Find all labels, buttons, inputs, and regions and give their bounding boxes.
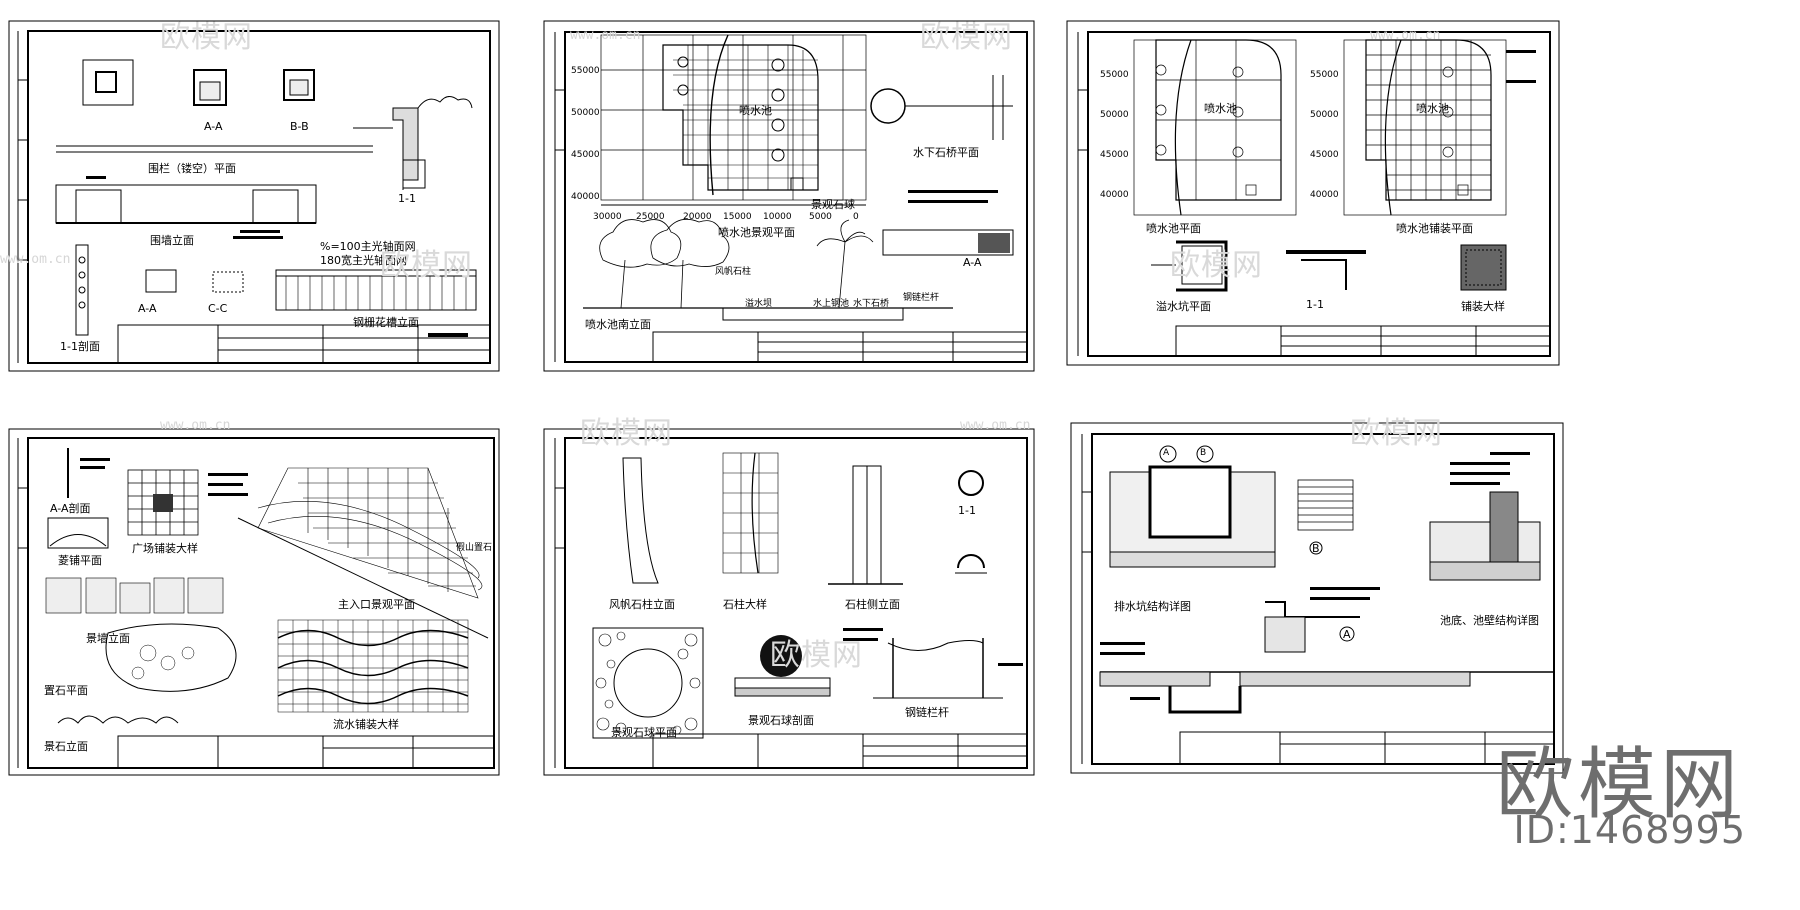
label-overflow: 溢水坝 <box>745 299 773 309</box>
axis-y-50000-left: 50000 <box>1100 110 1129 120</box>
watermark-text: 欧模网 <box>160 20 253 55</box>
watermark-text: 欧模网 <box>1170 248 1263 283</box>
watermark-url: www.om.cn <box>1370 28 1441 43</box>
axis-y-40000-right: 40000 <box>1310 190 1339 200</box>
axis-y-40000-left: 40000 <box>1100 190 1129 200</box>
watermark-text: 欧模网 <box>770 638 863 673</box>
drawing-sheet-5: 风帆石柱立面 石柱大样 石柱侧立面 1-1 景观石球平面 景观石球剖面 钢链栏杆 <box>543 428 1035 776</box>
watermark-url: www.om.cn <box>570 28 641 43</box>
axis-y-55000-right: 55000 <box>1310 70 1339 80</box>
label-sail-column: 风帆石柱 <box>715 267 752 277</box>
watermark-text: 欧模网 <box>920 20 1013 55</box>
label-b-marker: B <box>1200 448 1207 458</box>
watermark-url: www.om.cn <box>0 252 71 267</box>
label-wave-paving: 流水铺装大样 <box>333 718 399 731</box>
label-1-1: 1-1 <box>958 504 976 517</box>
axis-y-45000-right: 45000 <box>1310 150 1339 160</box>
axis-y-50000-right: 50000 <box>1310 110 1339 120</box>
axis-y-55000: 55000 <box>571 66 600 76</box>
label-wall-elevation: 景墙立面 <box>86 632 130 645</box>
axis-x-30000: 30000 <box>593 212 622 222</box>
axis-x-20000: 20000 <box>683 212 712 222</box>
label-ball-plan: 景观石球平面 <box>611 726 677 739</box>
label-fountain-plan: 喷水池景观平面 <box>718 226 795 239</box>
watermark-text: 欧模网 <box>380 248 473 283</box>
watermark-text: 欧模网 <box>580 416 673 451</box>
label-pool-wall-detail: 池底、池壁结构详图 <box>1440 614 1539 627</box>
label-a-a: A-A <box>204 120 223 133</box>
label-overflow-plan: 溢水坑平面 <box>1156 300 1211 313</box>
label-a-a-small: A-A <box>138 302 157 315</box>
label-sail-column-elevation: 风帆石柱立面 <box>609 598 675 611</box>
axis-y-50000: 50000 <box>571 108 600 118</box>
axis-x-15000: 15000 <box>723 212 752 222</box>
axis-x-25000: 25000 <box>636 212 665 222</box>
sheet-2-drawing <box>543 20 1035 372</box>
label-column-detail: 石柱大样 <box>723 598 767 611</box>
drawing-sheet-6: 排水坑结构详图 B 池底、池壁结构详图 A A B <box>1070 422 1564 774</box>
label-paving-detail: 铺装大样 <box>1461 300 1505 313</box>
label-fountain: 喷水池 <box>739 104 772 117</box>
label-c-c: C-C <box>208 302 228 315</box>
label-1-1-section: 1-1剖面 <box>60 340 100 353</box>
label-a-detail: A <box>1343 628 1351 641</box>
label-ball-section: 景观石球剖面 <box>748 714 814 727</box>
drawing-sheet-1: A-A B-B 1-1 围栏（镂空）平面 围墙立面 1-1剖面 A-A C-C … <box>8 20 500 372</box>
drawing-sheet-4: A-A剖面 广场铺装大样 菱铺平面 主入口景观平面 景墙立面 置石平面 流水铺装… <box>8 428 500 776</box>
label-pool-left: 喷水池 <box>1204 102 1237 115</box>
label-rhombus-plan: 菱铺平面 <box>58 554 102 567</box>
label-water-pool: 水上钢池 <box>813 299 850 309</box>
label-a-a-section: A-A剖面 <box>50 502 91 515</box>
label-column-side: 石柱侧立面 <box>845 598 900 611</box>
label-chain-railing: 钢链栏杆 <box>905 706 949 719</box>
watermark-url: www.om.cn <box>960 418 1031 433</box>
label-1-1: 1-1 <box>398 192 416 205</box>
sheet-1-drawing <box>8 20 500 372</box>
axis-y-45000-left: 45000 <box>1100 150 1129 160</box>
label-note-1: %=100主光轴面网 <box>320 240 416 253</box>
label-square-paving: 广场铺装大样 <box>132 542 198 555</box>
axis-x-0: 0 <box>853 212 859 222</box>
axis-x-5000: 5000 <box>809 212 832 222</box>
drawing-sheet-3: 55000 50000 45000 40000 55000 50000 4500… <box>1066 20 1560 366</box>
label-stone-ball: 景观石球 <box>811 198 855 211</box>
label-a-a: A-A <box>963 256 982 269</box>
axis-x-10000: 10000 <box>763 212 792 222</box>
label-fence-plan: 围栏（镂空）平面 <box>148 162 236 175</box>
label-bridge: 水下石桥 <box>853 299 890 309</box>
label-rock-plan: 置石平面 <box>44 684 88 697</box>
drawing-sheet-2: 55000 50000 45000 40000 30000 25000 2000… <box>543 20 1035 372</box>
label-note-2: 180宽主光轴面网 <box>320 254 407 267</box>
label-drainage-pit: 排水坑结构详图 <box>1114 600 1191 613</box>
label-b-b: B-B <box>290 120 309 133</box>
sheet-5-drawing <box>543 428 1035 776</box>
label-rock-elevation: 景石立面 <box>44 740 88 753</box>
label-1-1: 1-1 <box>1306 298 1324 311</box>
label-chain-railing: 钢链栏杆 <box>903 293 940 303</box>
label-b-detail: B <box>1312 542 1320 555</box>
axis-y-40000: 40000 <box>571 192 600 202</box>
watermark-text: 欧模网 <box>1350 416 1443 451</box>
sheet-3-drawing <box>1066 20 1560 366</box>
asset-id-watermark: ID:1468995 <box>1513 808 1746 852</box>
label-fountain-plan: 喷水池平面 <box>1146 222 1201 235</box>
brand-watermark: 欧模网 <box>1495 740 1742 830</box>
label-fountain-south: 喷水池南立面 <box>585 318 651 331</box>
sheet-6-drawing <box>1070 422 1564 774</box>
label-pool-right: 喷水池 <box>1416 102 1449 115</box>
label-entrance-plan: 主入口景观平面 <box>338 598 415 611</box>
axis-y-45000: 45000 <box>571 150 600 160</box>
label-wall-elevation: 围墙立面 <box>150 234 194 247</box>
label-a-marker: A <box>1163 448 1170 458</box>
watermark-url: www.om.cn <box>160 418 231 433</box>
axis-y-55000-left: 55000 <box>1100 70 1129 80</box>
label-underwater-bridge: 水下石桥平面 <box>913 146 979 159</box>
label-paving-plan: 喷水池铺装平面 <box>1396 222 1473 235</box>
sheet-4-drawing <box>8 428 500 776</box>
label-rockery: 假山置石 <box>456 543 493 553</box>
label-railing-elevation: 钢栅花槽立面 <box>353 316 419 329</box>
